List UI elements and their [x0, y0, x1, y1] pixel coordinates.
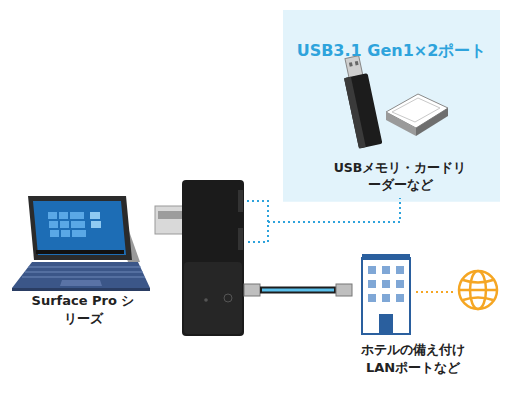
surface-pro [12, 196, 150, 291]
lan-cable [244, 284, 352, 296]
usb-link [247, 198, 400, 242]
device-caption: ホテルの備え付け LANポートなど [348, 341, 478, 376]
panel-ground [283, 10, 500, 202]
device-label: USBメモリ・カードリーダーなど [333, 160, 467, 194]
globe-icon [459, 271, 497, 309]
card-reader [386, 94, 448, 136]
usb-memory [340, 55, 382, 149]
building [362, 254, 410, 334]
panel-title: USB3.1 Gen1×2ポート [283, 40, 500, 62]
panel: USB3.1 Gen1×2ポート USBメモリ・カードリーダーなど [283, 10, 500, 202]
device-caption: Surface Pro シリーズ [28, 292, 138, 327]
internet-link [416, 291, 455, 293]
usb-hub [155, 180, 244, 336]
